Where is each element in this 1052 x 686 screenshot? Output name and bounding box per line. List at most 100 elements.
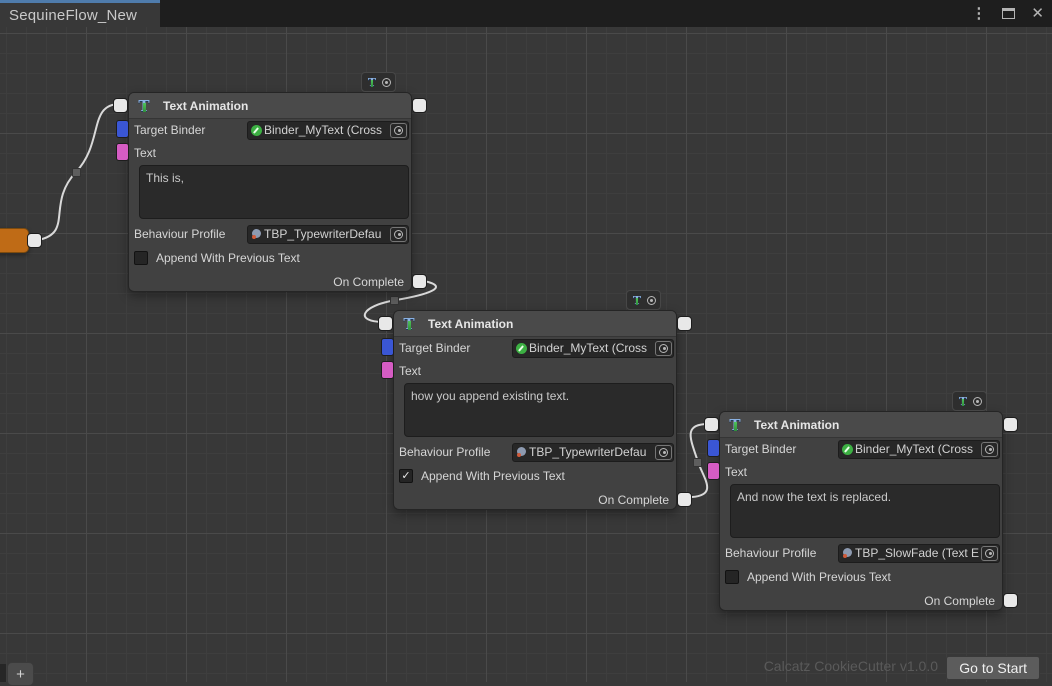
inspect-icon — [646, 295, 656, 305]
binder-object-icon — [251, 124, 262, 136]
append-checkbox[interactable] — [725, 570, 739, 584]
profile-object-icon — [516, 446, 527, 458]
object-picker-button[interactable] — [655, 340, 672, 356]
node-header[interactable]: T Text Animation — [129, 93, 411, 119]
target-binder-label: Target Binder — [725, 442, 797, 456]
node-title: Text Animation — [428, 316, 514, 331]
tab-sequineflow-new[interactable]: SequineFlow_New — [0, 0, 160, 27]
append-label: Append With Previous Text — [156, 251, 300, 265]
target-binder-label: Target Binder — [399, 341, 471, 355]
behaviour-profile-label: Behaviour Profile — [134, 227, 226, 241]
watermark-text: Calcatz CookieCutter v1.0.0 — [763, 658, 938, 674]
text-label: Text — [725, 465, 748, 479]
start-exec-out-port[interactable] — [27, 233, 42, 248]
add-node-button[interactable]: + — [7, 662, 34, 686]
panel-edge — [0, 664, 6, 682]
behaviour-profile-value: TBP_SlowFade (Text E — [855, 546, 980, 560]
object-picker-button[interactable] — [655, 444, 672, 460]
behaviour-profile-field[interactable]: TBP_SlowFade (Text E — [838, 543, 1000, 563]
exec-in-port[interactable] — [704, 417, 719, 432]
edge-control-point[interactable] — [390, 296, 399, 305]
exec-in-port[interactable] — [113, 98, 128, 113]
object-picker-icon — [659, 343, 668, 353]
text-animation-type-icon: T — [401, 316, 417, 332]
text-animation-type-icon: T — [958, 395, 969, 408]
node-header[interactable]: T Text Animation — [394, 311, 676, 337]
append-checkbox[interactable]: ✓ — [399, 469, 413, 483]
kebab-menu-icon[interactable]: ⋮ — [971, 5, 987, 22]
profile-object-icon — [842, 547, 853, 559]
object-picker-icon — [659, 447, 668, 457]
target-binder-value: Binder_MyText (Cross — [529, 341, 648, 355]
text-input[interactable]: how you append existing text. — [404, 383, 674, 437]
node-title: Text Animation — [163, 98, 249, 113]
inspect-icon — [972, 396, 982, 406]
tab-label: SequineFlow_New — [9, 6, 138, 24]
behaviour-profile-field[interactable]: TBP_TypewriterDefau — [247, 224, 409, 244]
exec-out-port[interactable] — [412, 98, 427, 113]
text-label: Text — [134, 146, 157, 160]
on-complete-label: On Complete — [598, 493, 669, 507]
text-animation-type-icon: T — [727, 417, 743, 433]
node-title: Text Animation — [754, 417, 840, 432]
text-animation-type-icon: T — [367, 76, 378, 89]
target-binder-field[interactable]: Binder_MyText (Cross — [838, 439, 1000, 459]
behaviour-profile-label: Behaviour Profile — [725, 546, 817, 560]
start-node[interactable] — [0, 228, 42, 253]
on-complete-label: On Complete — [333, 275, 404, 289]
text-port[interactable] — [707, 462, 720, 480]
node-collapse-badge[interactable]: T — [952, 391, 987, 411]
exec-out-port[interactable] — [677, 316, 692, 331]
on-complete-port[interactable] — [1003, 593, 1018, 608]
inspect-icon — [381, 77, 391, 87]
target-binder-field[interactable]: Binder_MyText (Cross — [512, 338, 674, 358]
text-port[interactable] — [116, 143, 129, 161]
target-binder-port[interactable] — [116, 120, 129, 138]
node-header[interactable]: T Text Animation — [720, 412, 1002, 438]
wire-layer — [37, 103, 709, 498]
target-binder-value: Binder_MyText (Cross — [264, 123, 383, 137]
binder-object-icon — [842, 443, 853, 455]
maximize-icon[interactable] — [1002, 8, 1016, 19]
object-picker-button[interactable] — [981, 441, 998, 457]
edge-control-point[interactable] — [693, 458, 702, 467]
object-picker-icon — [985, 548, 994, 558]
append-label: Append With Previous Text — [747, 570, 891, 584]
text-animation-type-icon: T — [632, 294, 643, 307]
behaviour-profile-field[interactable]: TBP_TypewriterDefau — [512, 442, 674, 462]
behaviour-profile-label: Behaviour Profile — [399, 445, 491, 459]
append-checkbox[interactable] — [134, 251, 148, 265]
object-picker-button[interactable] — [390, 122, 407, 138]
text-animation-type-icon: T — [136, 98, 152, 114]
text-label: Text — [399, 364, 422, 378]
on-complete-port[interactable] — [412, 274, 427, 289]
titlebar: SequineFlow_New ⋮ ✕ — [0, 0, 1052, 27]
append-label: Append With Previous Text — [421, 469, 565, 483]
object-picker-button[interactable] — [981, 545, 998, 561]
node-collapse-badge[interactable]: T — [361, 72, 396, 92]
target-binder-value: Binder_MyText (Cross — [855, 442, 974, 456]
go-to-start-button[interactable]: Go to Start — [946, 656, 1040, 680]
object-picker-button[interactable] — [390, 226, 407, 242]
text-animation-node-1[interactable]: T T Text Animation Target Binder Binder_… — [113, 72, 427, 292]
text-input[interactable]: And now the text is replaced. — [730, 484, 1000, 538]
object-picker-icon — [394, 125, 403, 135]
exec-in-port[interactable] — [378, 316, 393, 331]
object-picker-icon — [394, 229, 403, 239]
text-input[interactable]: This is, — [139, 165, 409, 219]
exec-out-port[interactable] — [1003, 417, 1018, 432]
profile-object-icon — [251, 228, 262, 240]
text-animation-node-3[interactable]: T T Text Animation Target Binder Binder_… — [704, 391, 1018, 611]
target-binder-field[interactable]: Binder_MyText (Cross — [247, 120, 409, 140]
window-controls: ⋮ ✕ — [971, 0, 1044, 27]
graph-canvas[interactable]: T T Text Animation Target Binder Binder_… — [0, 27, 1052, 686]
edge-control-point[interactable] — [72, 168, 81, 177]
target-binder-label: Target Binder — [134, 123, 206, 137]
text-animation-node-2[interactable]: T T Text Animation Target Binder Binder_… — [378, 290, 692, 510]
target-binder-port[interactable] — [707, 439, 720, 457]
on-complete-port[interactable] — [677, 492, 692, 507]
close-icon[interactable]: ✕ — [1031, 5, 1044, 22]
node-collapse-badge[interactable]: T — [626, 290, 661, 310]
text-port[interactable] — [381, 361, 394, 379]
target-binder-port[interactable] — [381, 338, 394, 356]
